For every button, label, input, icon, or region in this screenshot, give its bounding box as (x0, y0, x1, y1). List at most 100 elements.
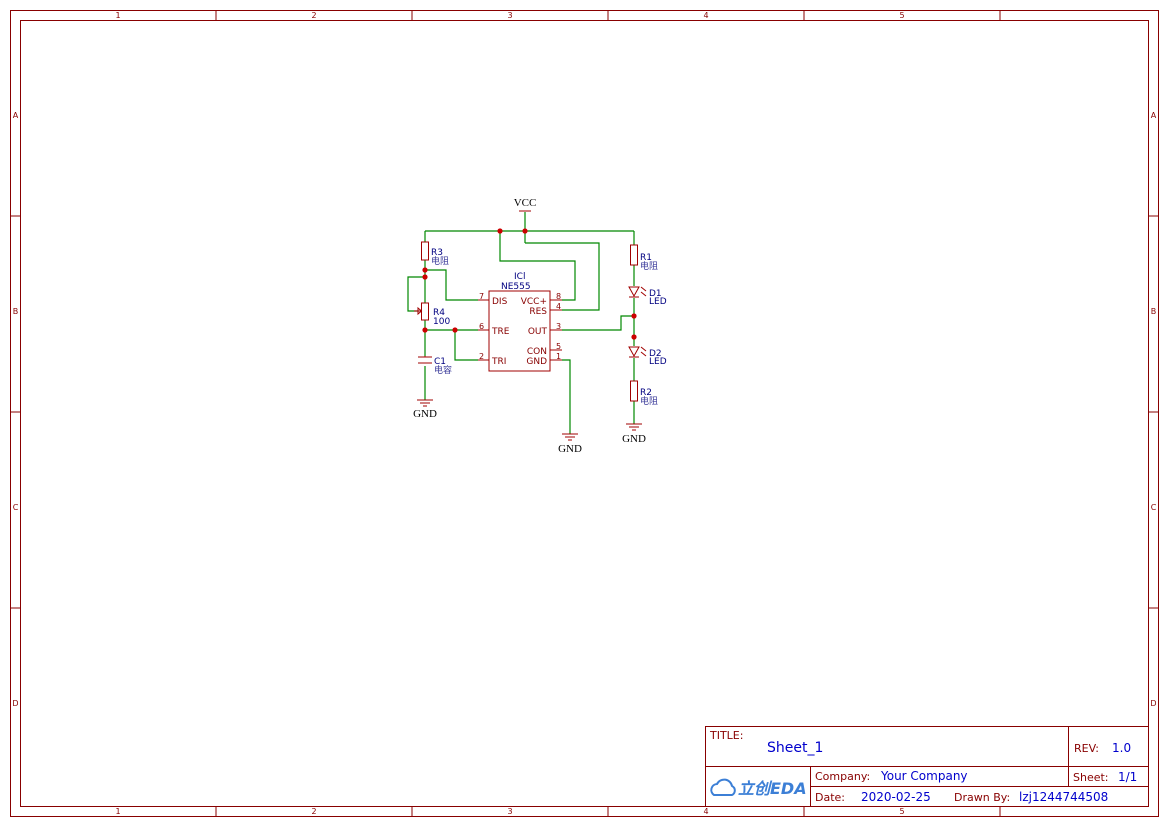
junction-vcc-pin8 (497, 228, 503, 234)
company-label: Company: (815, 770, 870, 783)
r1-value: 电阻 (640, 260, 658, 272)
pin-name-con: CON (527, 347, 547, 357)
col-label-bottom-1: 1 (115, 807, 120, 816)
resistor-r3[interactable]: R3 电阻 (421, 241, 450, 267)
row-label-left-c: C (13, 503, 19, 512)
cloud-logo-icon (710, 778, 736, 796)
pin-num-8: 8 (556, 292, 561, 301)
wiper-arrow-icon (417, 306, 423, 316)
drawn-by-value: lzj1244744508 (1019, 790, 1108, 804)
col-label-top-4: 4 (703, 11, 708, 20)
drawn-by-label: Drawn By: (954, 791, 1010, 804)
pin-name-gnd: GND (526, 357, 547, 367)
title-label: TITLE: (709, 729, 743, 742)
pin-name-out: OUT (528, 327, 548, 337)
junction-out-top (631, 313, 637, 319)
pin-num-3: 3 (556, 322, 561, 331)
rev-label: REV: (1074, 742, 1099, 755)
c1-designator: C1 (434, 357, 446, 367)
row-label-right-c: C (1151, 503, 1157, 512)
d1-designator: D1 (649, 289, 662, 299)
col-label-top-3: 3 (507, 11, 512, 20)
junctions (422, 228, 637, 340)
r4-value: 100 (433, 317, 450, 327)
sheet-label: Sheet: (1073, 771, 1109, 784)
lceda-logo: 立创 EDA (710, 778, 807, 798)
row-label-right-a: A (1151, 111, 1157, 120)
company-value: Your Company (880, 769, 968, 783)
r3-designator: R3 (431, 248, 443, 258)
gnd-symbol-mid[interactable]: GND (558, 433, 582, 455)
d1-value: LED (649, 297, 667, 307)
ic-designator: ICl (514, 272, 525, 282)
pin-name-dis: DIS (492, 297, 508, 307)
col-label-bottom-2: 2 (311, 807, 316, 816)
pin-num-6: 6 (479, 322, 484, 331)
col-label-top-2: 2 (311, 11, 316, 20)
light-ray-icon (640, 286, 647, 292)
pin-name-tri: TRI (491, 357, 506, 367)
row-label-right-d: D (1150, 699, 1156, 708)
row-label-left-a: A (13, 111, 19, 120)
gnd-label-mid: GND (558, 443, 582, 455)
vcc-label: VCC (514, 197, 537, 209)
frame-column-ticks (215, 10, 1001, 817)
r4-designator: R4 (433, 308, 445, 318)
col-label-bottom-3: 3 (507, 807, 512, 816)
resistor-r1[interactable]: R1 电阻 (630, 244, 659, 272)
r3-value: 电阻 (431, 255, 449, 267)
potentiometer-r4[interactable]: R4 100 (414, 302, 450, 327)
col-label-top-1: 1 (115, 11, 120, 20)
junction-tre (422, 327, 428, 333)
junction-vcc (522, 228, 528, 234)
ic-ne555[interactable]: ICl NE555 DIS TRE TRI VCC+ RES OUT CON G… (478, 272, 562, 372)
junction-tri (452, 327, 458, 333)
led-d2[interactable]: D2 LED (628, 346, 667, 367)
ic-value: NE555 (501, 282, 531, 292)
led-d1[interactable]: D1 LED (628, 286, 667, 307)
r1-designator: R1 (640, 253, 652, 263)
pin-num-5: 5 (556, 342, 561, 351)
date-label: Date: (815, 791, 845, 804)
rev-value: 1.0 (1112, 741, 1131, 755)
col-label-bottom-5: 5 (899, 807, 904, 816)
gnd-symbol-right[interactable]: GND (622, 423, 646, 445)
wire-r4-wiper[interactable] (407, 276, 425, 312)
inner-frame (20, 20, 1149, 807)
c1-value: 电容 (434, 364, 452, 376)
gnd-label-right: GND (622, 433, 646, 445)
wire-vcc-pin8[interactable] (499, 231, 576, 301)
junction-dis (422, 267, 428, 273)
resistor-r2[interactable]: R2 电阻 (630, 380, 659, 407)
ic-body[interactable] (488, 290, 551, 372)
d2-value: LED (649, 357, 667, 367)
vcc-symbol[interactable]: VCC (514, 197, 537, 212)
sheet-title: Sheet_1 (767, 740, 823, 756)
r2-value: 电阻 (640, 395, 658, 407)
row-label-right-b: B (1151, 307, 1157, 316)
sheet-value: 1/1 (1118, 770, 1137, 784)
junction-wiper (422, 274, 428, 280)
wires (407, 212, 635, 434)
wire-ic-gnd[interactable] (562, 359, 571, 434)
pin-num-2: 2 (479, 352, 484, 361)
pin-num-1: 1 (556, 352, 561, 361)
capacitor-c1[interactable]: C1 电容 (418, 356, 452, 376)
wire-dis[interactable] (425, 269, 478, 301)
light-ray-icon (640, 346, 647, 352)
pin-name-vcc: VCC+ (521, 297, 547, 307)
wire-vcc-pin4[interactable] (525, 242, 600, 311)
pin-num-7: 7 (479, 292, 484, 301)
outer-frame (10, 10, 1159, 817)
row-label-left-b: B (13, 307, 19, 316)
pin-num-4: 4 (556, 302, 561, 311)
gnd-symbol-left[interactable]: GND (413, 399, 437, 420)
wire-tri[interactable] (454, 330, 478, 361)
logo-text-cn: 立创 (738, 779, 773, 798)
col-label-bottom-4: 4 (703, 807, 708, 816)
title-block: TITLE: Sheet_1 REV: 1.0 Company: Your Co… (705, 726, 1149, 807)
r2-designator: R2 (640, 388, 652, 398)
wire-out[interactable] (562, 315, 634, 331)
col-label-top-5: 5 (899, 11, 904, 20)
